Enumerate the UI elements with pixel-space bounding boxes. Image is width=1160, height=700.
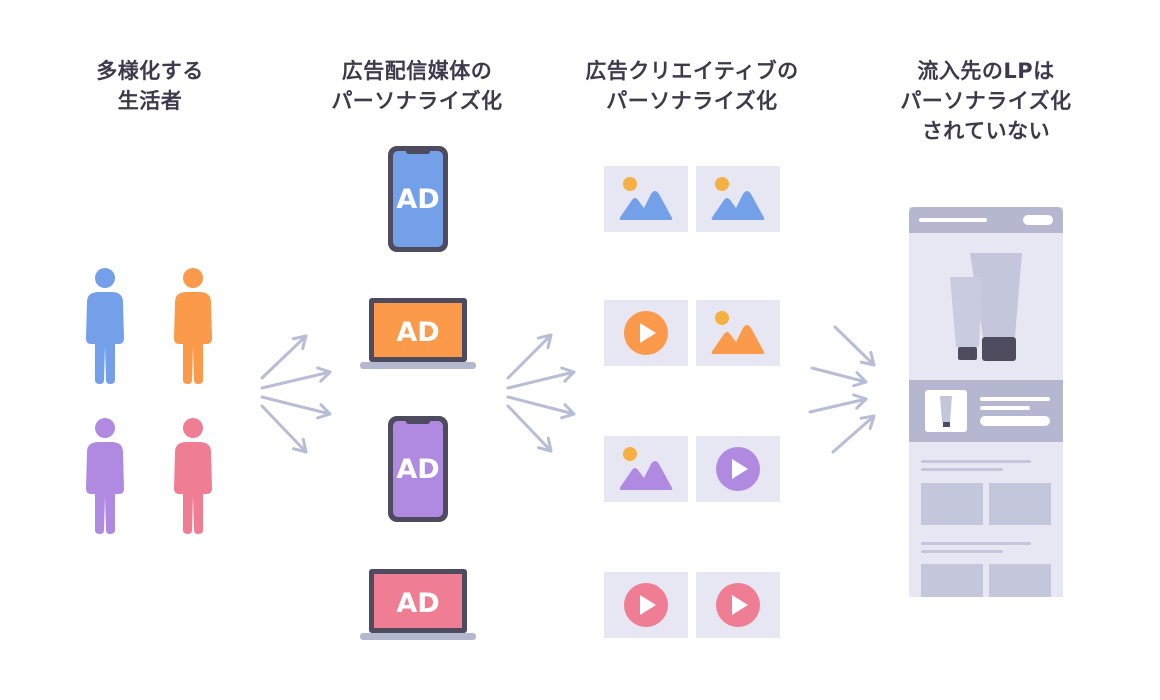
arrow-icon xyxy=(831,414,876,454)
heading-line: 生活者 xyxy=(117,89,183,113)
arrow-icon xyxy=(810,366,868,388)
laptop-icon: AD xyxy=(360,569,476,640)
smartphone-icon: AD xyxy=(388,146,448,252)
arrow-icon xyxy=(260,366,332,390)
person-icon xyxy=(174,418,212,534)
ad-label: AD xyxy=(396,184,439,215)
heading-consumers: 多様化する 生活者 xyxy=(96,56,204,116)
heading-line: パーソナライズ化 xyxy=(606,89,778,113)
image-icon xyxy=(696,166,780,232)
ad-label: AD xyxy=(396,317,439,348)
heading-line: されていない xyxy=(921,119,1051,143)
person-icon xyxy=(86,418,124,534)
arrow-icon xyxy=(260,334,308,380)
heading-line: 広告配信媒体の xyxy=(341,59,493,83)
arrow-icon xyxy=(506,333,553,380)
heading-creative: 広告クリエイティブの パーソナライズ化 xyxy=(585,56,798,116)
arrow-icon xyxy=(808,393,868,414)
heading-line: 流入先のLPは xyxy=(917,59,1055,83)
image-icon xyxy=(604,436,688,502)
heading-line: 多様化する xyxy=(96,59,204,83)
heading-line: パーソナライズ化 xyxy=(900,89,1072,113)
play-icon xyxy=(604,572,688,638)
image-icon xyxy=(604,166,688,232)
arrow-icon xyxy=(833,325,876,367)
ad-label: AD xyxy=(396,454,439,485)
heading-line: 広告クリエイティブの xyxy=(585,59,799,83)
arrow-icon xyxy=(506,366,576,390)
landing-page-icon xyxy=(909,207,1063,597)
arrow-icon xyxy=(260,404,308,454)
person-icon xyxy=(86,268,124,384)
arrow-icon xyxy=(506,404,553,453)
image-icon xyxy=(696,300,780,366)
heading-media: 広告配信媒体の パーソナライズ化 xyxy=(331,56,502,116)
person-icon xyxy=(174,268,212,384)
heading-line: パーソナライズ化 xyxy=(331,89,503,113)
arrow-icon xyxy=(506,395,576,420)
play-icon xyxy=(604,300,688,366)
laptop-icon: AD xyxy=(360,298,476,369)
play-icon xyxy=(696,572,780,638)
arrow-icon xyxy=(260,395,332,420)
smartphone-icon: AD xyxy=(388,416,448,522)
ad-label: AD xyxy=(396,588,439,619)
heading-landing-page: 流入先のLPは パーソナライズ化 されていない xyxy=(900,56,1071,146)
play-icon xyxy=(696,436,780,502)
